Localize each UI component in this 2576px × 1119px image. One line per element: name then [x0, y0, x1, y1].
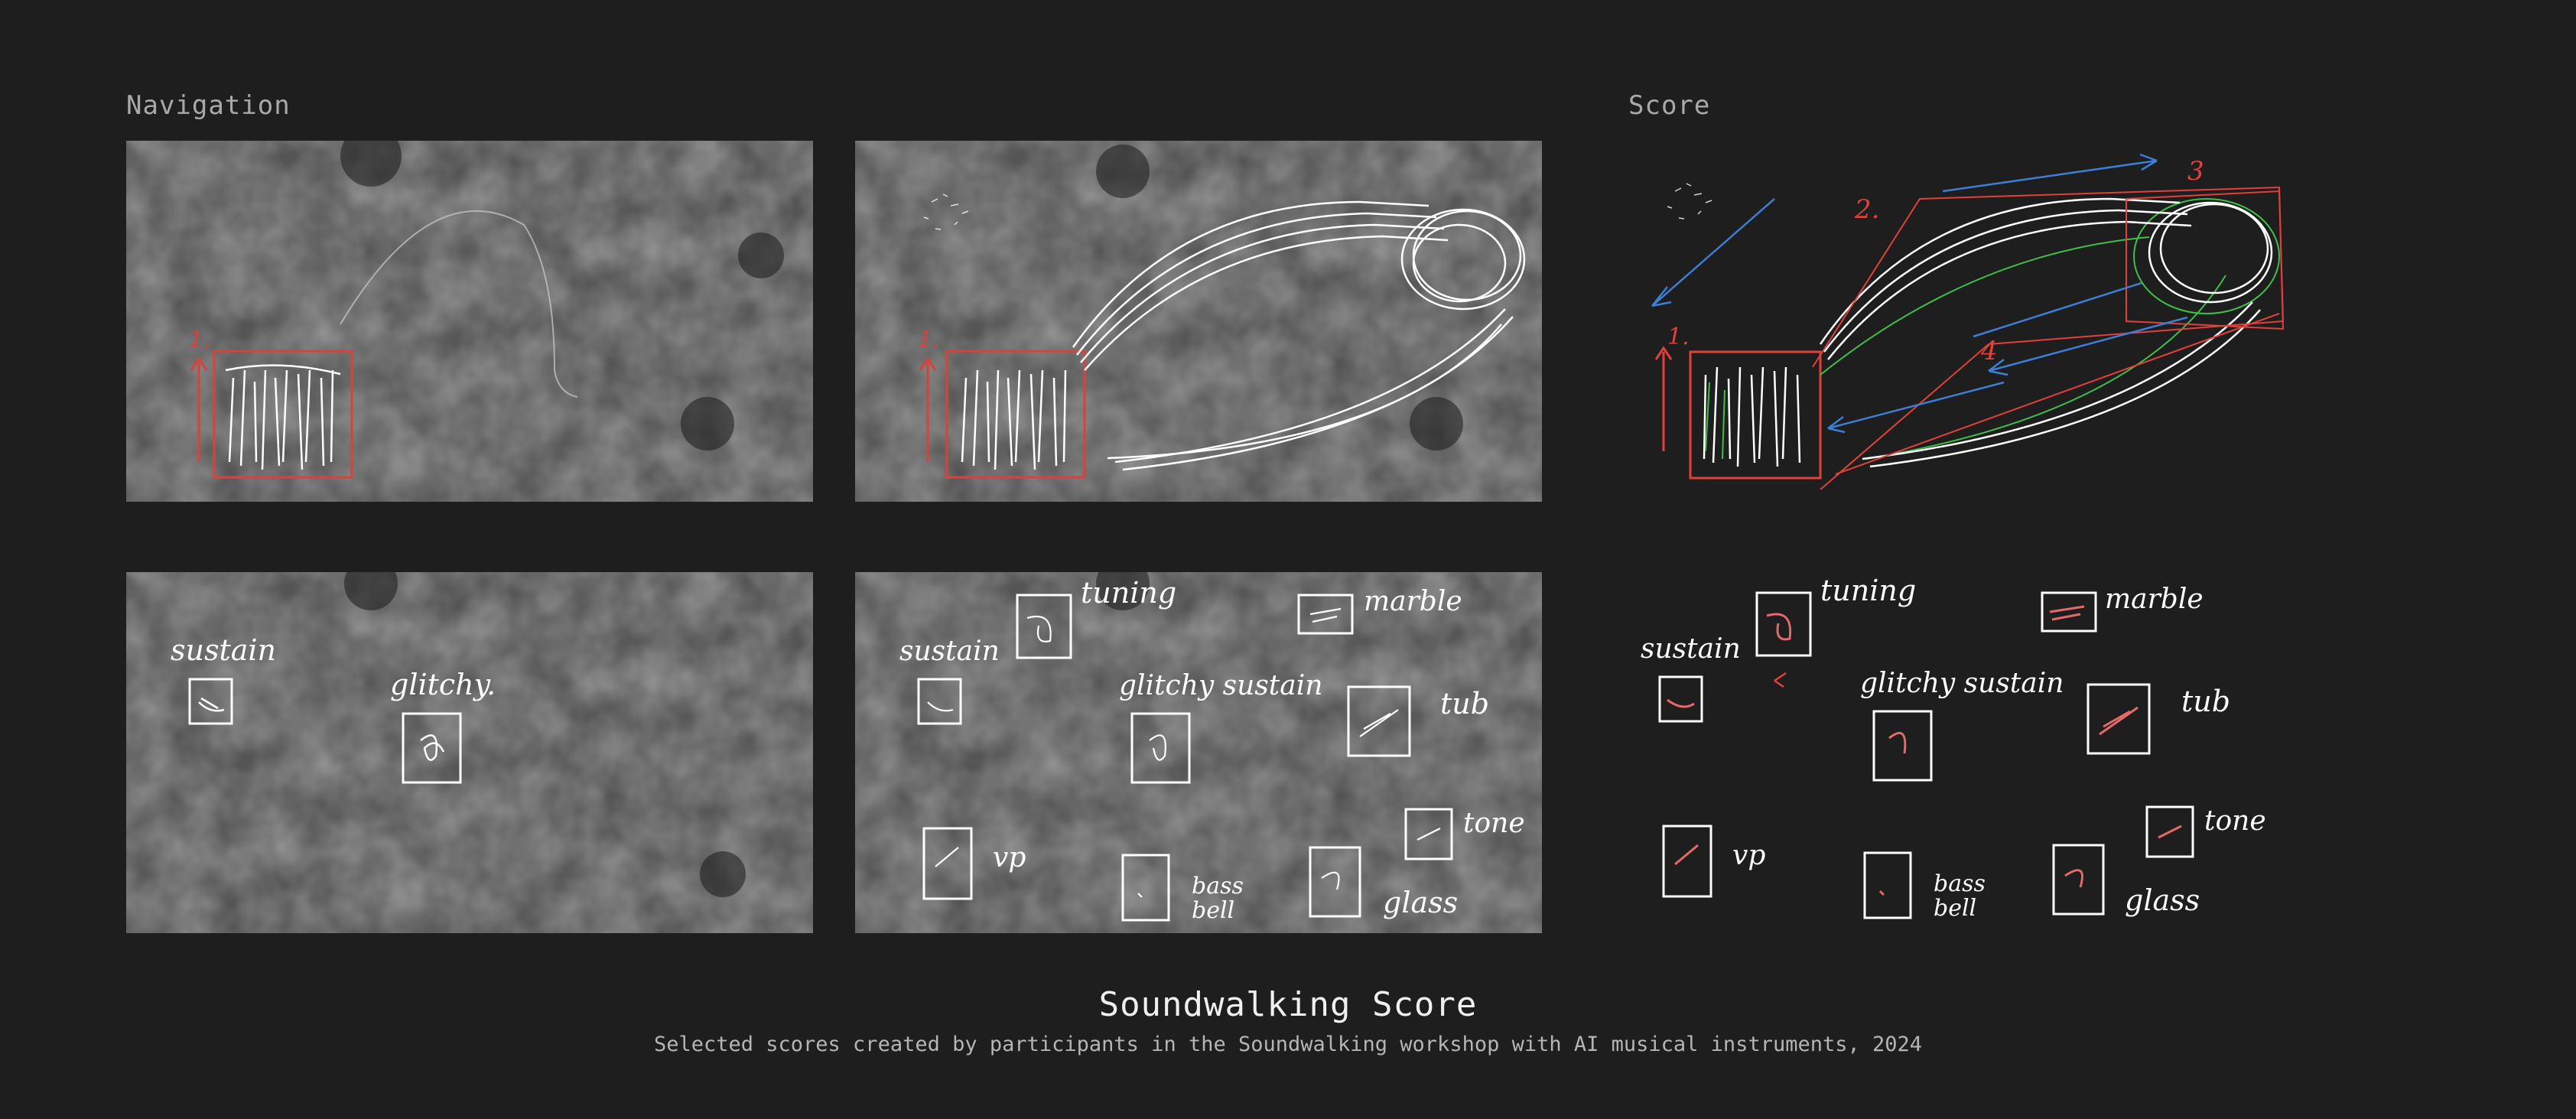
label-bass: bass: [1934, 870, 1986, 897]
label-tub: tub: [1440, 687, 1489, 721]
label-glass: glass: [2125, 883, 2200, 917]
score-heading: Score: [1628, 90, 1711, 121]
label-glass: glass: [1383, 886, 1458, 919]
label-tuning: tuning: [1820, 574, 1916, 607]
navigation-sketch-2: 1.: [855, 141, 1542, 502]
label-vp: vp: [1732, 840, 1765, 871]
score-sketch: 1. 2. 3 4: [1641, 153, 2285, 922]
label-tub: tub: [2181, 685, 2230, 718]
navigation-sketch-4: sustain tuning glitchy sustain marble tu…: [855, 572, 1542, 933]
navigation-panel-2: 1.: [855, 141, 1542, 502]
label-tone: tone: [1463, 808, 1525, 839]
label-bell: bell: [1192, 897, 1234, 924]
navigation-panel-1: 1.: [126, 141, 813, 502]
label-sustain: sustain: [171, 633, 276, 667]
label-glitchy-sustain: glitchy sustain: [1860, 668, 2064, 699]
score-drawing: 1. 2. 3 4: [1591, 122, 2325, 964]
step-1-label: 1.: [918, 327, 940, 353]
label-bass: bass: [1192, 873, 1244, 899]
navigation-heading: Navigation: [126, 90, 291, 121]
label-vp: vp: [993, 842, 1026, 873]
label-bell: bell: [1934, 895, 1976, 922]
label-glitchy-sustain: glitchy sustain: [1119, 670, 1322, 701]
step-2-label: 2.: [1854, 194, 1879, 225]
label-marble: marble: [2105, 584, 2204, 615]
step-1-label: 1.: [189, 327, 211, 353]
navigation-panel-3: sustain glitchy.: [126, 572, 813, 933]
navigation-sketch-1: 1.: [126, 141, 813, 502]
step-3-label: 3: [2187, 156, 2204, 187]
caption-subtitle: Selected scores created by participants …: [653, 1033, 1923, 1056]
label-glitchy: glitchy.: [390, 668, 496, 701]
navigation-panel-4: sustain tuning glitchy sustain marble tu…: [855, 572, 1542, 933]
label-marble: marble: [1364, 586, 1462, 617]
navigation-sketch-3: sustain glitchy.: [126, 572, 813, 933]
step-4-label: 4: [1980, 336, 1998, 366]
label-tuning: tuning: [1081, 576, 1176, 610]
label-sustain: sustain: [899, 636, 1000, 667]
caption-title: Soundwalking Score: [1098, 985, 1478, 1024]
step-1-label: 1.: [1667, 324, 1690, 350]
label-tone: tone: [2204, 805, 2266, 837]
label-sustain: sustain: [1641, 633, 1741, 665]
